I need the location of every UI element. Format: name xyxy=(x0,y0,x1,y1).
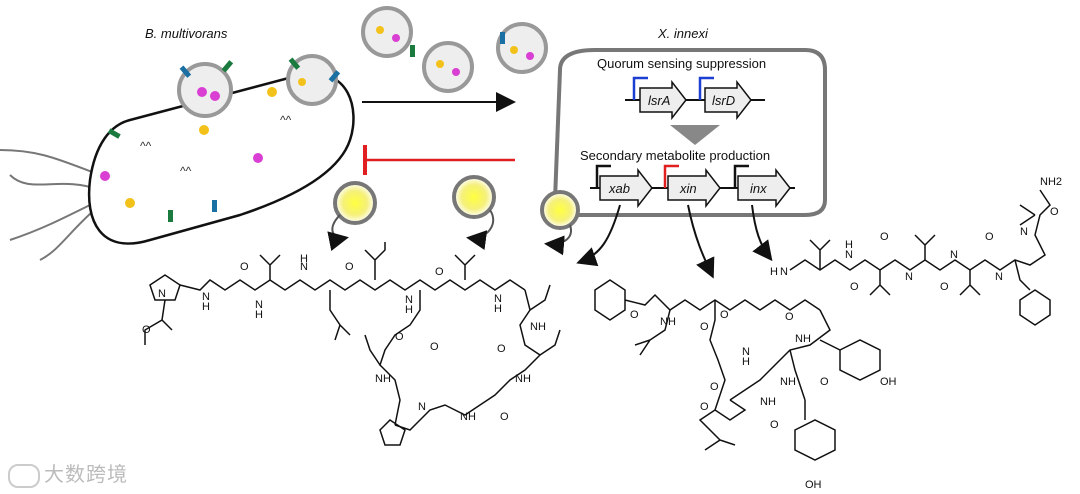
svg-text:O: O xyxy=(985,231,994,243)
svg-text:O: O xyxy=(630,309,639,321)
bacterium-cargo: ^^ ^^ ^^ xyxy=(100,78,306,208)
svg-text:H: H xyxy=(405,304,413,316)
svg-text:H: H xyxy=(845,239,853,251)
svg-text:O: O xyxy=(430,341,439,353)
svg-text:H: H xyxy=(300,253,308,265)
watermark-text: 大数跨境 xyxy=(44,462,128,486)
svg-text:H: H xyxy=(494,303,502,315)
svg-text:NH: NH xyxy=(530,321,546,333)
svg-text:O: O xyxy=(880,231,889,243)
svg-text:O: O xyxy=(497,343,506,355)
svg-text:NH: NH xyxy=(515,373,531,385)
svg-text:^^: ^^ xyxy=(140,139,152,153)
label-bacterium: B. multivorans xyxy=(145,26,228,41)
product-arrows xyxy=(576,204,773,279)
svg-text:N: N xyxy=(158,288,166,300)
gene-lsrD: lsrD xyxy=(712,93,735,108)
surface-proteins xyxy=(107,57,341,222)
svg-text:^^: ^^ xyxy=(180,164,192,178)
downregulation-arrow xyxy=(670,125,720,145)
structure-inx xyxy=(789,189,1051,326)
svg-text:N: N xyxy=(1020,226,1028,238)
svg-text:H: H xyxy=(770,266,778,278)
gene-xin: xin xyxy=(679,181,697,196)
svg-text:OH: OH xyxy=(880,376,897,388)
structure-xab-labels: N O NH O NH NH O NH O NH NH O NH NH N NH… xyxy=(142,253,546,423)
svg-text:O: O xyxy=(820,376,829,388)
svg-text:N: N xyxy=(845,249,853,261)
svg-text:N: N xyxy=(202,291,210,303)
structure-xab xyxy=(144,242,561,446)
structure-inx-labels: NH2 O N NH NH N N N O O O O xyxy=(770,176,1062,293)
flagella xyxy=(0,149,101,261)
sm-operon xyxy=(590,164,795,209)
svg-text:O: O xyxy=(700,321,709,333)
svg-text:NH: NH xyxy=(460,411,476,423)
svg-text:N: N xyxy=(300,261,308,273)
svg-text:NH: NH xyxy=(375,373,391,385)
svg-text:N: N xyxy=(494,293,502,305)
svg-text:O: O xyxy=(770,419,779,431)
svg-text:NH: NH xyxy=(795,333,811,345)
svg-text:NH: NH xyxy=(760,396,776,408)
svg-text:N: N xyxy=(418,401,426,413)
inhibition-line xyxy=(363,145,515,175)
svg-text:O: O xyxy=(785,311,794,323)
svg-text:O: O xyxy=(1050,206,1059,218)
svg-text:O: O xyxy=(700,401,709,413)
svg-text:NH2: NH2 xyxy=(1040,176,1062,188)
gene-inx: inx xyxy=(750,181,767,196)
label-panel-top: Quorum sensing suppression xyxy=(597,56,766,71)
svg-text:N: N xyxy=(905,271,913,283)
svg-text:OH: OH xyxy=(805,479,822,491)
svg-text:O: O xyxy=(395,331,404,343)
watermark: 大数跨境 xyxy=(8,458,128,488)
svg-text:O: O xyxy=(345,261,354,273)
svg-text:NH: NH xyxy=(780,376,796,388)
svg-text:N: N xyxy=(995,271,1003,283)
structure-xin xyxy=(594,279,881,461)
glowing-particles xyxy=(327,175,580,256)
svg-text:O: O xyxy=(142,324,151,336)
svg-text:O: O xyxy=(435,266,444,278)
svg-text:H: H xyxy=(255,309,263,321)
svg-text:H: H xyxy=(202,301,210,313)
label-panel-bottom: Secondary metabolite production xyxy=(580,148,770,163)
structure-xin-labels: O NH O O NH O NH OH NH O NH O O O OH xyxy=(630,309,897,491)
bacterium-body xyxy=(87,72,355,245)
svg-text:O: O xyxy=(710,381,719,393)
qs-operon xyxy=(625,76,765,121)
gene-lsrA: lsrA xyxy=(648,93,670,108)
svg-text:NH: NH xyxy=(660,316,676,328)
svg-text:O: O xyxy=(720,309,729,321)
svg-text:O: O xyxy=(850,281,859,293)
released-vesicles xyxy=(361,6,548,93)
svg-text:N: N xyxy=(255,299,263,311)
svg-text:H: H xyxy=(742,356,750,368)
svg-text:N: N xyxy=(950,249,958,261)
svg-text:O: O xyxy=(240,261,249,273)
svg-text:O: O xyxy=(940,281,949,293)
gene-xab: xab xyxy=(608,181,630,196)
watermark-logo-icon xyxy=(8,463,40,488)
svg-text:O: O xyxy=(500,411,509,423)
svg-text:N: N xyxy=(405,294,413,306)
svg-text:N: N xyxy=(780,266,788,278)
svg-text:^^: ^^ xyxy=(280,113,292,127)
label-inhibitor: X. innexi xyxy=(657,26,709,41)
svg-text:N: N xyxy=(742,346,750,358)
